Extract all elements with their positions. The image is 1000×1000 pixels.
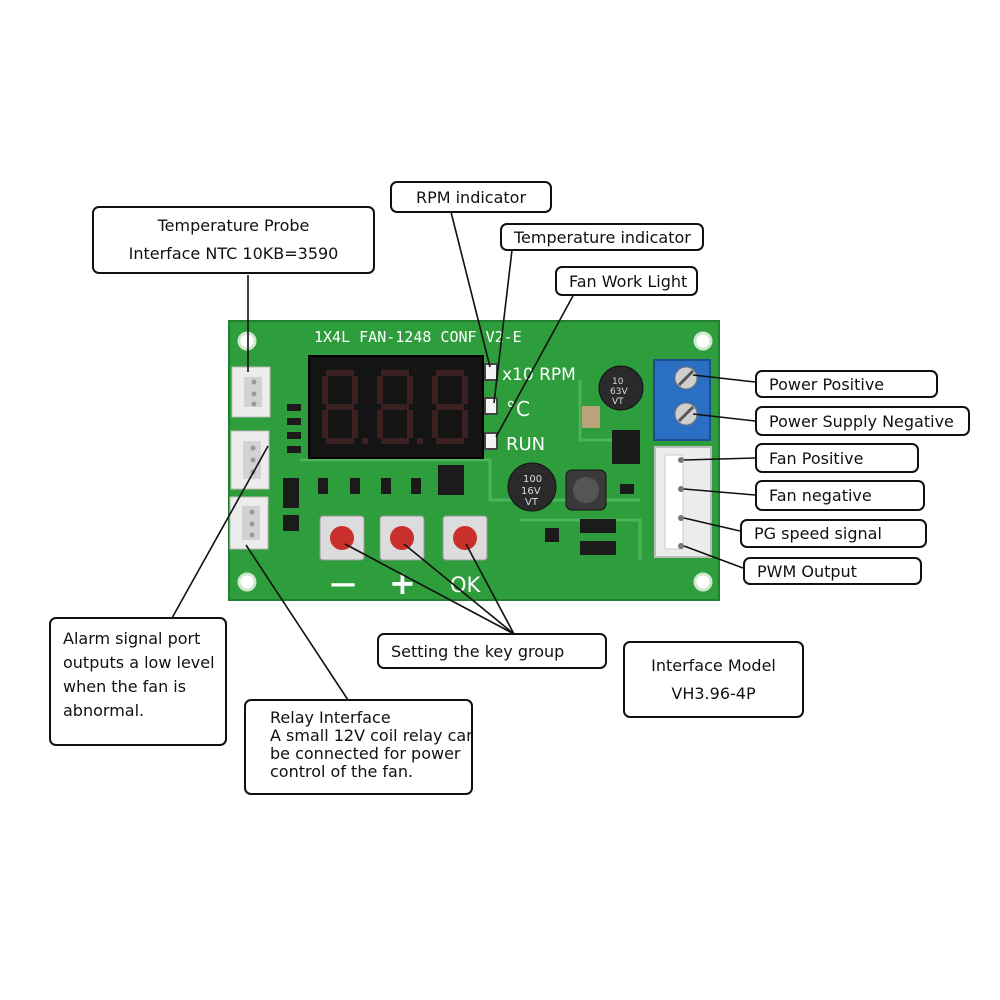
minus-key-label: — xyxy=(330,569,356,599)
mounting-hole xyxy=(237,572,257,592)
svg-text:100: 100 xyxy=(523,474,542,485)
power-terminal-block xyxy=(653,359,711,441)
smd-diode xyxy=(582,406,600,428)
minus-key[interactable] xyxy=(319,515,365,561)
pwm-output-callout: PWM Output xyxy=(743,557,922,585)
fan-negative-callout: Fan negative xyxy=(755,480,925,511)
pg-speed-signal-callout: PG speed signal xyxy=(740,519,927,548)
pcb-trace xyxy=(520,518,642,560)
leader-lines xyxy=(171,211,756,701)
alarm-signal-callout: Alarm signal port outputs a low level wh… xyxy=(49,617,227,746)
interface-model-callout: Interface Model VH3.96-4P xyxy=(623,641,804,718)
svg-text:16V: 16V xyxy=(521,486,541,497)
smd-component-row xyxy=(318,465,464,495)
smd-resistor-array xyxy=(283,404,301,531)
fan-positive-callout: Fan Positive xyxy=(755,443,919,473)
fan-connector-vh3-96 xyxy=(654,446,712,558)
ok-key[interactable] xyxy=(442,515,488,561)
small-electrolytic-capacitor: 10 63V VT xyxy=(598,365,644,411)
relay-connector xyxy=(229,496,269,550)
rpm-indicator-callout: RPM indicator xyxy=(390,181,552,213)
svg-text:10: 10 xyxy=(612,377,624,387)
probe-connector xyxy=(231,366,271,418)
board-silkscreen-title: 1X4L FAN-1248 CONF V2-E xyxy=(314,328,522,346)
rpm-led-label: x10 RPM xyxy=(502,365,576,385)
mounting-hole xyxy=(693,572,713,592)
svg-text:VT: VT xyxy=(525,497,539,508)
plus-key[interactable] xyxy=(379,515,425,561)
power-supply-negative-callout: Power Supply Negative xyxy=(755,406,970,436)
fan-work-light-callout: Fan Work Light xyxy=(555,266,698,296)
pcb-trace xyxy=(300,458,640,502)
large-electrolytic-capacitor: 100 16V VT xyxy=(507,462,557,512)
svg-text:63V: 63V xyxy=(610,387,628,397)
temperature-led xyxy=(484,397,498,415)
rpm-led xyxy=(484,363,498,381)
run-led-label: RUN xyxy=(506,434,545,455)
power-positive-callout: Power Positive xyxy=(755,370,938,398)
run-led xyxy=(484,432,498,450)
mounting-hole xyxy=(237,331,257,351)
mounting-hole xyxy=(693,331,713,351)
setting-key-group-callout: Setting the key group xyxy=(377,633,607,669)
alarm-connector xyxy=(230,430,270,490)
temperature-indicator-callout: Temperature indicator xyxy=(500,223,704,251)
svg-text:VT: VT xyxy=(612,397,624,407)
temperature-probe-callout: Temperature Probe Interface NTC 10KB=359… xyxy=(92,206,375,274)
smd-transistor-row xyxy=(545,484,634,555)
relay-interface-callout: Relay Interface A small 12V coil relay c… xyxy=(244,699,473,795)
regulator-ic xyxy=(612,430,640,464)
seven-segment-display xyxy=(308,355,484,459)
temperature-led-label: °C xyxy=(506,397,530,421)
